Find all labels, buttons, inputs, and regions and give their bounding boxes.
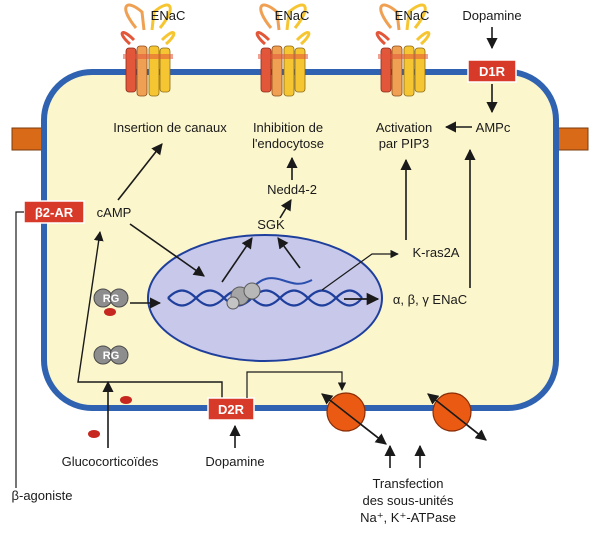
rg-receptor-idle-g [109,345,129,365]
dna-strand-1 [167,289,363,307]
enac-channel-3 [375,3,431,97]
d2r-to-camp-path [77,231,223,398]
transfection-label-line3: Na⁺, K⁺-ATPase [360,510,456,525]
na-k-atpase-pump-1 [321,392,387,445]
na-k-atpase-pump-2 [427,392,487,441]
inhibition-label-line1: Inhibition de [253,120,323,135]
enac-label-1: ENaC [151,8,186,23]
polymerase-complex-3 [226,296,240,310]
camp-label: cAMP [97,205,132,220]
insertion-label: Insertion de canaux [113,120,227,135]
ligand-free-1 [120,396,132,404]
d2r-label: D2R [218,402,245,417]
ligand-free-2 [88,430,100,438]
activation-label-line1: Activation [376,120,432,135]
subunits-label: α, β, γ ENaC [393,292,467,307]
sgk-label: SGK [257,217,285,232]
glucocorticoides-label: Glucocorticoïdes [62,454,159,469]
enac-channel-1 [120,3,176,97]
transfection-label-line1: Transfection [372,476,443,491]
nucleus-to-kras-arrow [321,249,399,291]
dna-strand-2 [167,289,363,307]
mrna-strand [251,277,313,289]
rg-receptor-active-g [109,288,129,308]
enac-label-3: ENaC [395,8,430,23]
b-agoniste-line [15,211,24,488]
transfection-label-line2: des sous-unités [362,493,454,508]
d2r-to-pump-path [246,371,347,398]
dopamine-bottom-label: Dopamine [205,454,264,469]
nucleus [147,234,383,362]
camp-to-insertion-arrow [117,143,163,201]
ampc-label: AMPc [476,120,511,135]
rg-active-label: RG [103,293,120,305]
nedd-label: Nedd4-2 [267,182,317,197]
enac-label-2: ENaC [275,8,310,23]
rg-idle-label: RG [103,350,120,362]
d1r-label: D1R [479,64,506,79]
kras-label: K-ras2A [413,245,460,260]
b-agoniste-label: β-agoniste [12,488,73,503]
enac-channel-2 [255,3,311,97]
polymerase-complex-2 [243,282,261,300]
d2r-receptor [207,397,255,421]
ligand-bound [104,308,116,316]
sgk-to-nedd-arrow [279,199,292,219]
nucleus-to-sgk-arrow-2 [277,237,301,269]
dopamine-top-label: Dopamine [462,8,521,23]
camp-to-nucleus-arrow [129,223,205,277]
activation-label-line2: par PIP3 [379,136,430,151]
b2ar-label: β2-AR [35,205,74,220]
inhibition-label-line2: l'endocytose [252,136,324,151]
d1r-receptor [467,59,517,83]
nucleus-to-sgk-arrow [221,237,253,283]
